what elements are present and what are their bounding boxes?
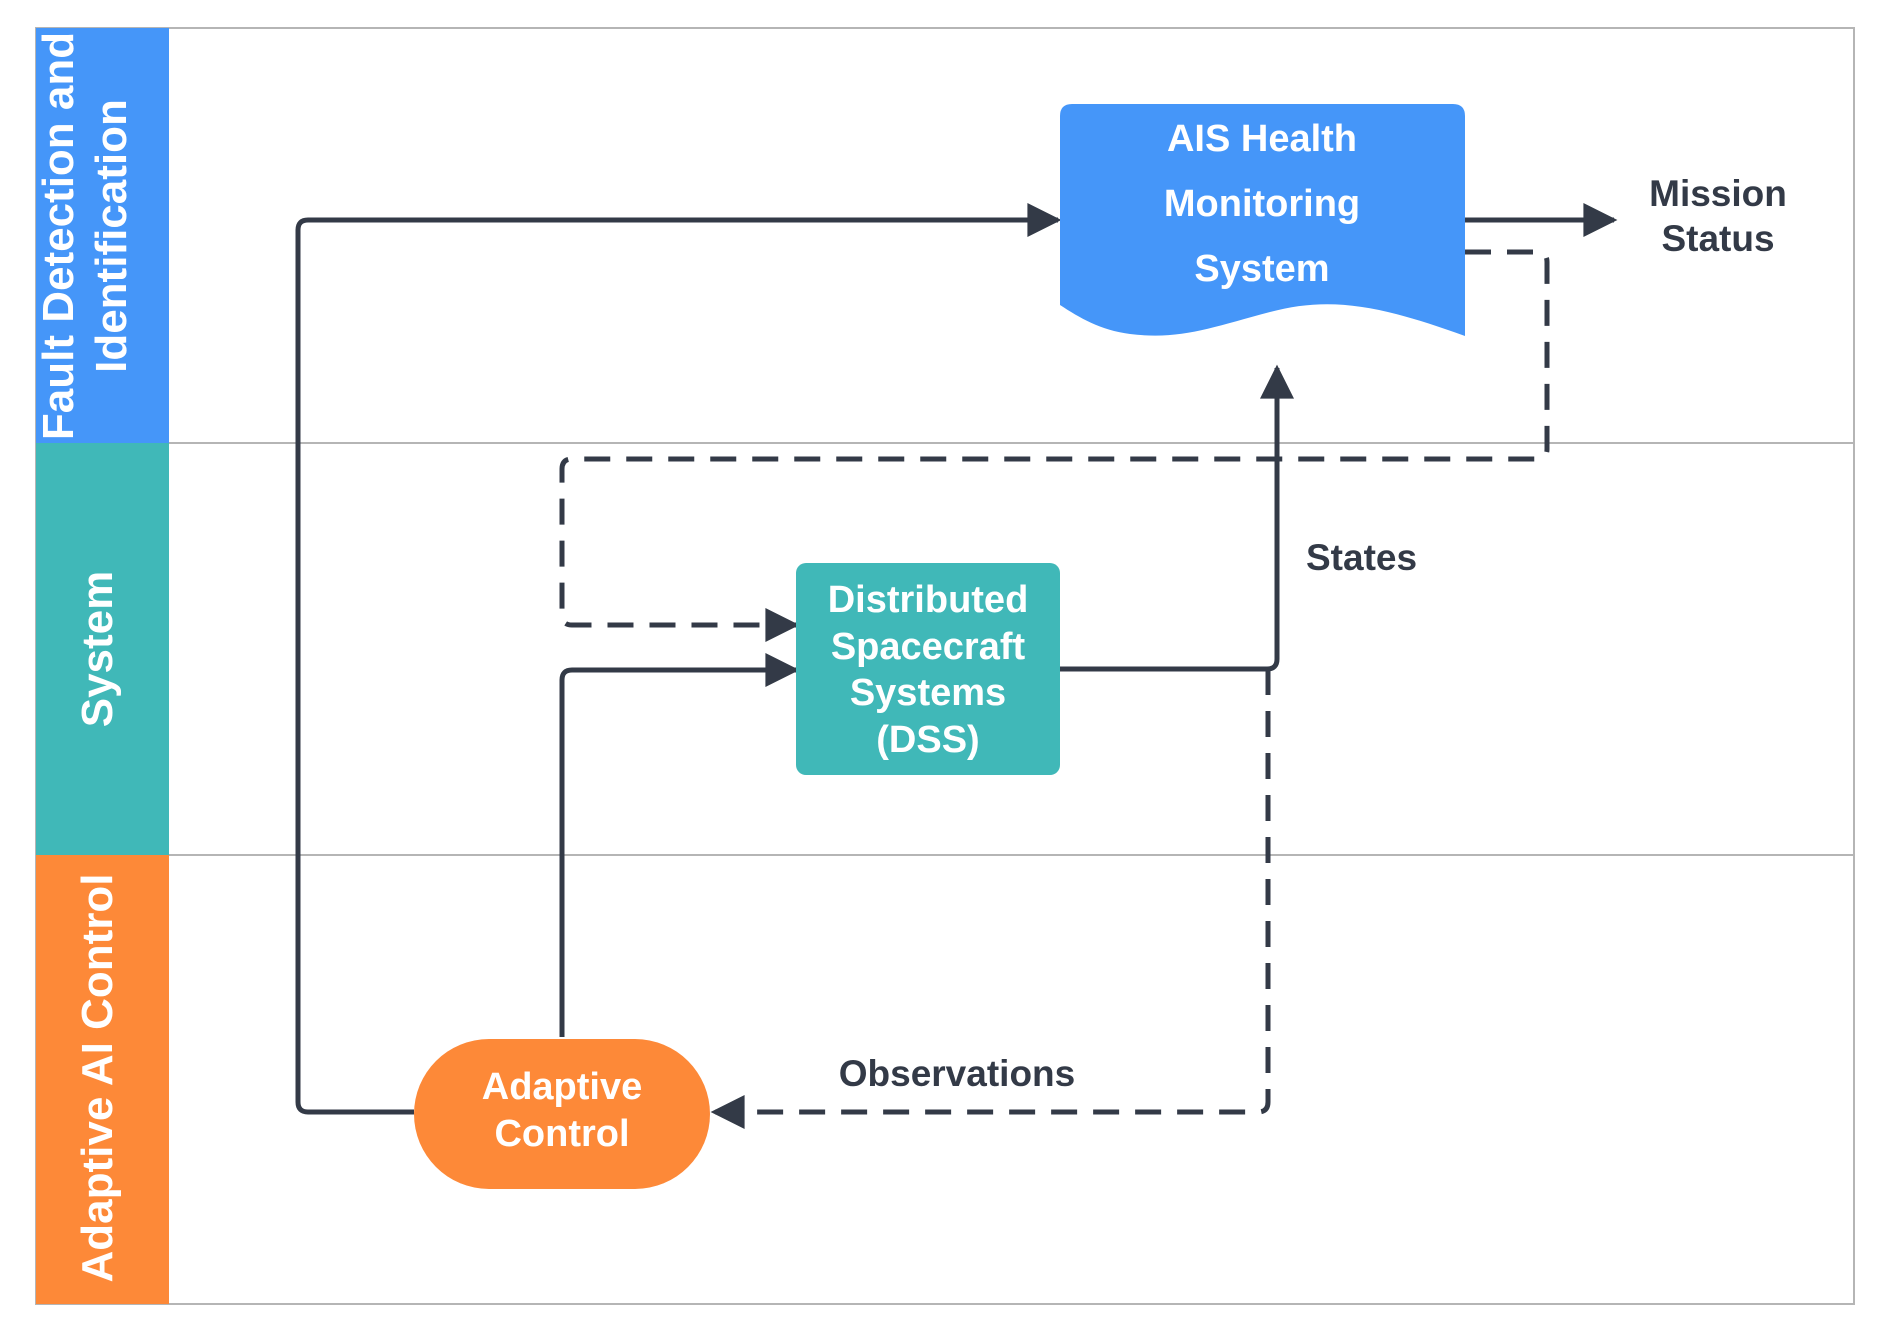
node-dss[interactable] (796, 563, 1060, 775)
node-ais-label-line3: System (1194, 248, 1329, 290)
lane-header-fault-detection (36, 28, 169, 443)
edge-dss-to-adaptive-observations (710, 669, 1271, 1129)
lane-header-adaptive-ai (36, 855, 169, 1304)
node-dss-label-line4: (DSS) (876, 719, 979, 761)
node-dss-label-line2: Spacecraft (831, 626, 1026, 668)
lane-label-system: System (73, 571, 122, 728)
node-dss-label-line1: Distributed (828, 579, 1029, 621)
node-ais-label-line1: AIS Health (1167, 118, 1357, 160)
node-ais-health-monitoring[interactable] (1060, 104, 1465, 336)
edge-ais-to-dss-dashed (559, 249, 1550, 642)
lane-label-identification: Identification (87, 99, 136, 373)
lane-label-adaptive-ai-control: Adaptive AI Control (73, 873, 122, 1282)
node-adaptive-control[interactable] (414, 1039, 710, 1189)
edge-adaptive-to-dss (559, 653, 800, 1037)
lane-header-system (36, 443, 169, 855)
node-adaptive-label-line1: Adaptive (482, 1066, 642, 1108)
node-adaptive-label-line2: Control (494, 1113, 629, 1155)
mission-status-label-line2: Status (1661, 218, 1774, 259)
observations-label: Observations (839, 1053, 1075, 1094)
edge-adaptive-to-ais (295, 203, 1062, 1115)
node-ais-label-line2: Monitoring (1164, 183, 1360, 225)
mission-status-label-line1: Mission (1649, 173, 1787, 214)
node-dss-label-line3: Systems (850, 672, 1006, 714)
states-label: States (1306, 537, 1417, 578)
lane-label-fault-detection: Fault Detection and (34, 32, 83, 440)
